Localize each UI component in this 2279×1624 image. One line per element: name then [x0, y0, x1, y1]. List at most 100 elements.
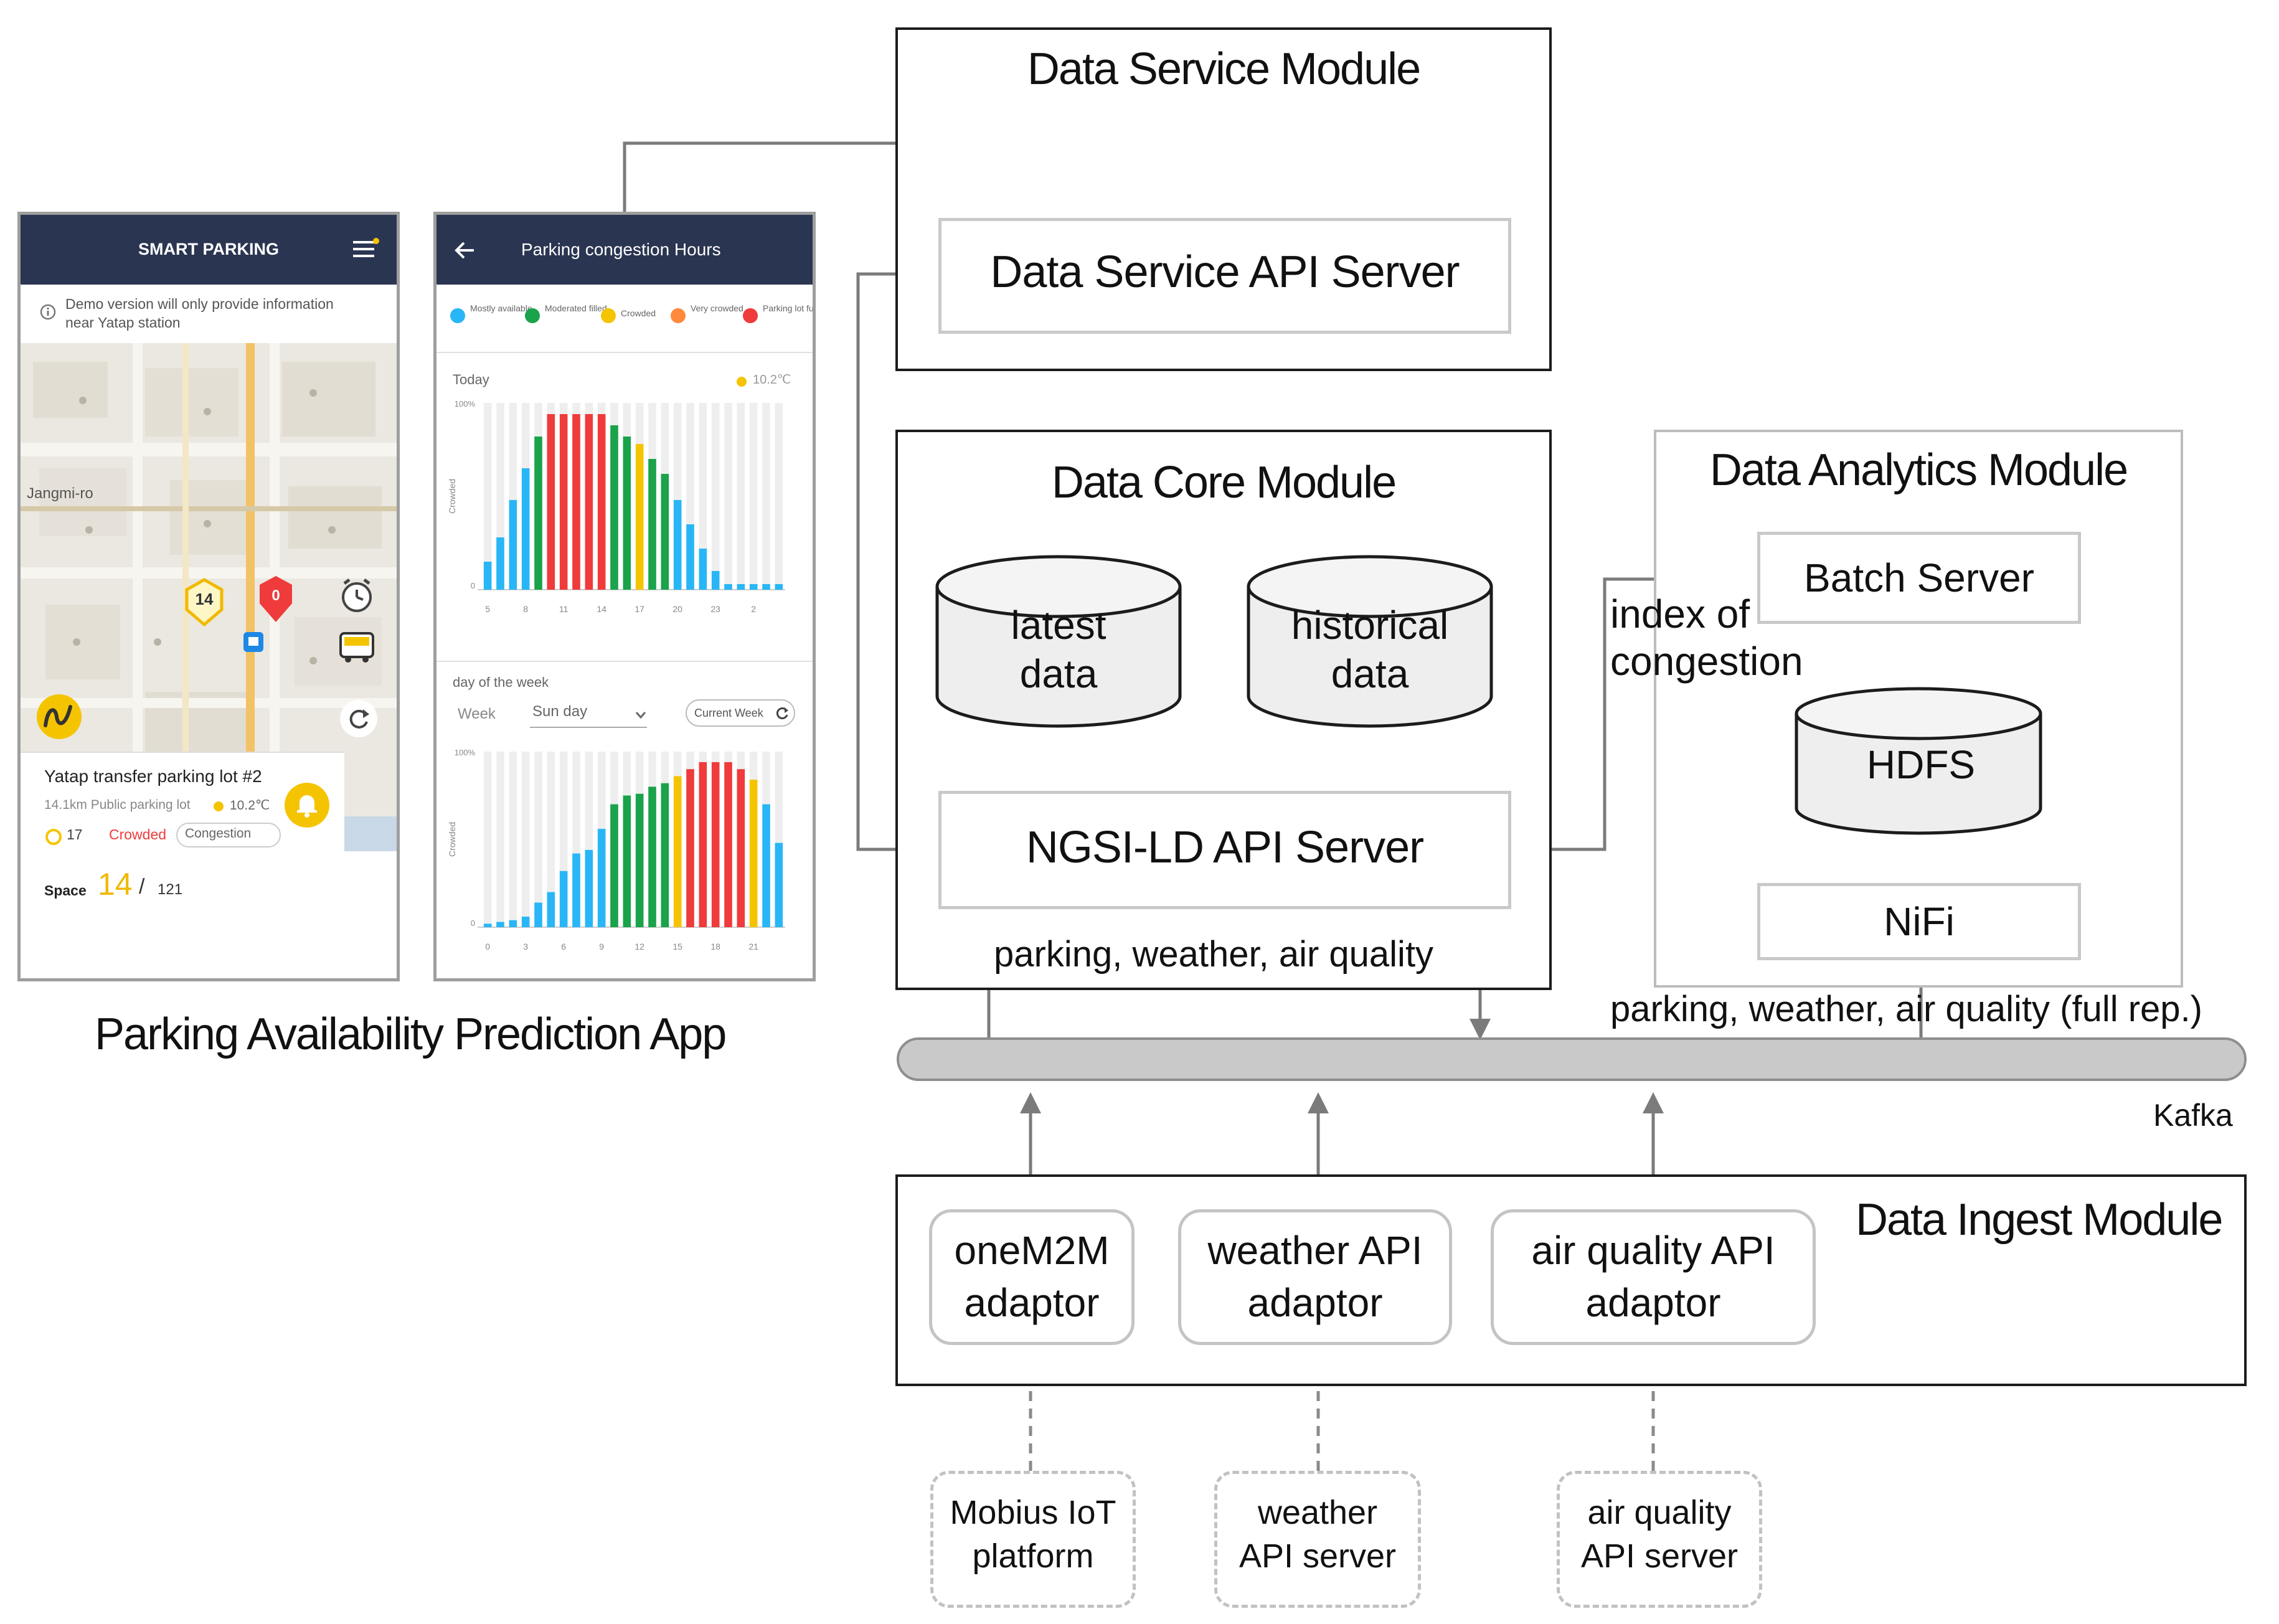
y-axis-label: Crowded	[447, 822, 457, 857]
x-tick-label: 6	[561, 942, 566, 951]
parking-marker-icon[interactable]	[184, 577, 225, 627]
refresh-icon[interactable]	[338, 698, 379, 739]
bar	[775, 843, 783, 927]
bar	[737, 584, 745, 590]
notice-line1: Demo version will only provide informati…	[65, 296, 334, 312]
back-arrow-icon[interactable]	[453, 240, 478, 261]
parking-lot-card[interactable]: Yatap transfer parking lot #2 14.1km Pub…	[21, 752, 344, 940]
today-weather-icon	[737, 377, 747, 387]
x-tick-label: 23	[710, 604, 720, 614]
legend-label-parking-lot-full: Parking lot full	[763, 303, 816, 313]
bar	[534, 437, 542, 590]
weather-api-adaptor-line2: adaptor	[1247, 1280, 1383, 1325]
bar	[699, 549, 707, 590]
bar	[686, 769, 694, 927]
air-quality-api-server	[1557, 1471, 1762, 1608]
ngsi-ld-api-server	[938, 791, 1511, 909]
x-tick-label: 18	[710, 942, 720, 951]
bar	[559, 871, 568, 927]
bar	[572, 853, 580, 927]
y-tick-label: 100%	[455, 399, 476, 408]
bar	[724, 762, 732, 927]
bar	[724, 584, 732, 590]
route-logo-icon[interactable]	[34, 692, 84, 742]
latest-data-label-line2: data	[1019, 651, 1098, 696]
x-tick-label: 9	[599, 942, 604, 951]
arrowhead-onem2m	[1020, 1092, 1041, 1113]
menu-icon[interactable]	[351, 237, 382, 262]
parking-lot-temp: 10.2℃	[230, 798, 270, 813]
current-week-button[interactable]	[686, 699, 795, 727]
today-label: Today	[453, 372, 489, 387]
map-road-label: Jangmi-ro	[27, 485, 93, 502]
alarm-clock-icon[interactable]	[337, 576, 377, 616]
x-tick-label: 12	[635, 942, 644, 951]
data-ingest-module-title: Data Ingest Module	[1856, 1195, 2223, 1245]
parking-marker-count: 14	[195, 590, 214, 608]
weather-api-server-line2: API server	[1239, 1537, 1397, 1575]
legend-label-very-crowded: Very crowded	[691, 303, 743, 313]
data-service-api-server	[938, 218, 1511, 334]
bar	[585, 849, 593, 927]
core-flow-label: parking, weather, air quality	[994, 934, 1434, 975]
kafka-bus	[897, 1037, 2247, 1081]
bar	[673, 776, 682, 927]
bar	[483, 923, 492, 927]
notification-bell-icon[interactable]	[283, 781, 331, 829]
x-tick-label: 20	[672, 604, 682, 614]
bar	[648, 786, 656, 927]
bus-icon[interactable]	[337, 630, 377, 664]
legend-label-crowded: Crowded	[621, 308, 656, 318]
week-panel: day of the week Week Sun day Current Wee…	[436, 662, 813, 978]
parking-lot-coin-count: 17	[67, 826, 83, 843]
air-quality-api-adaptor-line1: air quality API	[1531, 1228, 1775, 1273]
arrowhead-kafka-down	[1470, 1019, 1491, 1040]
x-tick-label: 3	[523, 942, 528, 951]
bar	[572, 414, 580, 590]
week-field-label: Week	[458, 706, 496, 722]
bar	[661, 783, 669, 927]
hdfs-store	[1795, 687, 2042, 835]
bar	[559, 414, 568, 590]
bar	[610, 425, 618, 590]
legend-swatch-very-crowded	[671, 308, 686, 323]
parking-lot-meta: 14.1km Public parking lot	[44, 798, 191, 812]
legend-swatch-mostly-available	[450, 308, 465, 323]
parking-lot-name: Yatap transfer parking lot #2	[44, 767, 262, 786]
today-temp: 10.2℃	[753, 373, 791, 387]
onem2m-adaptor-line2: adaptor	[964, 1280, 1100, 1325]
data-analytics-module-title: Data Analytics Module	[1709, 445, 2128, 495]
bar	[597, 829, 606, 927]
week-select[interactable]	[530, 701, 647, 728]
bar	[762, 804, 770, 927]
bar	[661, 474, 669, 590]
x-tick-label: 11	[559, 604, 569, 614]
bar	[711, 571, 720, 590]
historical-data-label-line2: data	[1331, 651, 1409, 696]
bar	[737, 769, 745, 927]
bar	[699, 762, 707, 927]
weather-api-server	[1214, 1471, 1421, 1608]
bar	[483, 562, 492, 590]
congestion-chip-label: Congestion	[185, 826, 252, 841]
coin-icon	[45, 829, 62, 845]
hdfs-label: HDFS	[1866, 742, 1976, 787]
full-lot-marker-icon[interactable]	[257, 574, 295, 626]
congestion-title: Parking congestion Hours	[521, 240, 721, 259]
legend-swatch-parking-lot-full	[743, 308, 758, 323]
bar	[521, 917, 530, 927]
bar	[648, 459, 656, 590]
nifi	[1757, 883, 2081, 960]
bar	[521, 468, 530, 590]
y-tick-label: 0	[471, 581, 475, 590]
x-tick-label: 8	[523, 604, 528, 614]
legend-label-mostly-available: Mostly available	[470, 303, 532, 313]
y-tick-label: 100%	[455, 748, 476, 757]
data-core-module-title: Data Core Module	[1051, 458, 1397, 507]
weather-api-server-line1: weather	[1257, 1494, 1378, 1531]
nifi-label: NiFi	[1884, 899, 1955, 944]
congestion-chip[interactable]	[176, 823, 281, 847]
congestion-hours-screen: Parking congestion Hours Mostly availabl…	[433, 212, 816, 981]
